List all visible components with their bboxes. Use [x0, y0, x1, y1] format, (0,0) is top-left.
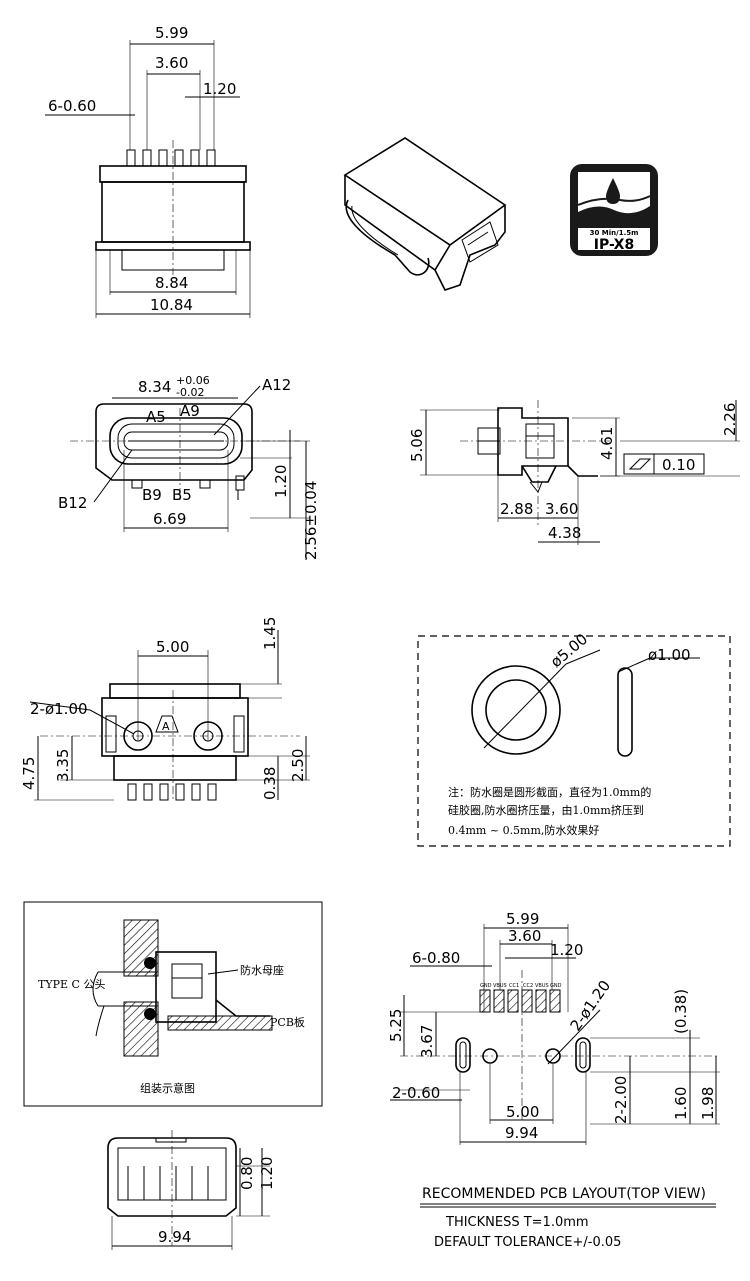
pad-label-6: GND	[550, 983, 562, 989]
pad-label-1: GND	[480, 983, 492, 989]
dim-front-834: 8.34	[138, 378, 171, 396]
flatness-value: 0.10	[662, 456, 695, 474]
assembly-caption: 组装示意图	[140, 1081, 195, 1095]
dim-side-506: 5.06	[408, 429, 426, 462]
end-dim-994: 9.94	[158, 1228, 191, 1246]
gasket-note-3: 0.4mm ~ 0.5mm,防水效果好	[448, 823, 599, 837]
isometric-view	[343, 137, 507, 291]
pcb-dim-160: 1.60	[672, 1087, 690, 1120]
dim-front-120: 1.20	[272, 465, 290, 498]
dim-top-599: 5.99	[155, 24, 188, 42]
badge-line1: 30 Min/1.5m	[590, 229, 639, 237]
gasket-detail: ø5.00 ø1.00 注：防水圈是圆形截面，直径为1.0mm的 硅胶圈,防水圈…	[417, 630, 731, 847]
gasket-note-1: 注：防水圈是圆形截面，直径为1.0mm的	[448, 785, 651, 799]
pad-label-2: VBUS	[493, 983, 507, 989]
footer-notes: RECOMMENDED PCB LAYOUT(TOP VIEW) THICKNE…	[420, 1186, 716, 1250]
footer-tolerance: DEFAULT TOLERANCE+/-0.05	[434, 1235, 621, 1250]
pcb-dim-367: 3.67	[418, 1025, 436, 1058]
dim-side-461: 4.61	[598, 427, 616, 460]
pcb-dim-120: 1.20	[550, 941, 583, 959]
end-dim-080: 0.80	[238, 1157, 256, 1190]
pcb-dim-198: 1.98	[699, 1087, 717, 1120]
dim-bottom-500: 5.00	[156, 638, 189, 656]
dim-front-tol-plus: +0.06	[176, 374, 210, 387]
footer-thickness: THICKNESS T=1.0mm	[445, 1215, 589, 1230]
assembly-diagram: TYPE C 公头 防水母座 PCB板 组装示意图	[23, 901, 323, 1107]
label-a9: A9	[180, 402, 200, 420]
pcb-dim-2x200: 2-2.00	[612, 1076, 630, 1124]
dim-bottom-2x100: 2-ø1.00	[30, 700, 88, 718]
pcb-dim-360: 3.60	[508, 927, 541, 945]
dim-top-1084: 10.84	[150, 296, 193, 314]
gasket-d100: ø1.00	[648, 646, 691, 664]
pcb-dim-6x080: 6-0.80	[412, 949, 460, 967]
svg-text:A: A	[162, 720, 170, 733]
label-b12: B12	[58, 494, 87, 512]
assembly-socket-label: 防水母座	[240, 963, 284, 977]
pcb-dim-038: (0.38)	[672, 989, 690, 1034]
front-view: 8.34 +0.06 -0.02 A12 A5 A9 B12 B9 B5 6.6…	[58, 374, 320, 560]
dim-front-tol-minus: -0.02	[176, 386, 204, 399]
dim-top-884: 8.84	[155, 274, 188, 292]
pcb-dim-2x060: 2-0.60	[392, 1084, 440, 1102]
dim-top-6x060: 6-0.60	[48, 97, 96, 115]
dim-bottom-038: 0.38	[261, 767, 279, 800]
top-view: 5.99 3.60 1.20 6-0.60 8.84	[45, 24, 251, 318]
dim-bottom-145: 1.45	[261, 617, 279, 650]
dim-side-288: 2.88	[500, 500, 533, 518]
dim-bottom-475: 4.75	[20, 757, 38, 790]
pad-label-4: CC2	[523, 983, 533, 989]
badge-line2: IP-X8	[594, 237, 634, 253]
assembly-pcb-label: PCB板	[270, 1015, 305, 1029]
dim-bottom-335: 3.35	[54, 749, 72, 782]
pcb-dim-500: 5.00	[506, 1103, 539, 1121]
dim-top-120: 1.20	[203, 80, 236, 98]
dim-side-438: 4.38	[548, 524, 581, 542]
dim-front-256: 2.56±0.04	[302, 481, 320, 560]
dim-side-226: 2.26	[721, 403, 739, 436]
end-view: 0.80 1.20 9.94	[107, 1130, 276, 1250]
gasket-note-2: 硅胶圈,防水圈挤压量，由1.0mm挤压到	[448, 803, 644, 817]
pcb-layout: 5.99 3.60 1.20 6-0.80 GND VBUS CC1 CC2 V…	[387, 910, 720, 1145]
label-b9: B9	[142, 486, 162, 504]
bottom-view: 5.00 1.45 A 2-ø1.00 4.75	[20, 617, 310, 801]
pcb-dim-599: 5.99	[506, 910, 539, 928]
bottom-pins	[127, 783, 217, 801]
side-view: 5.06 4.61 2.26 0.10 2.88 3.60 4.38	[408, 400, 740, 545]
assembly-plug-label: TYPE C 公头	[38, 978, 105, 991]
top-pins	[126, 149, 216, 167]
pad-label-3: CC1	[509, 983, 519, 989]
label-a12: A12	[262, 376, 291, 394]
ipx8-badge: 30 Min/1.5m IP-X8	[570, 164, 658, 256]
pcb-pads	[479, 989, 561, 1013]
pcb-dim-2x120: 2-ø1.20	[567, 977, 615, 1034]
dim-bottom-250: 2.50	[289, 749, 307, 782]
pad-label-5: VBUS	[535, 983, 549, 989]
dim-top-360: 3.60	[155, 54, 188, 72]
end-dim-120: 1.20	[258, 1157, 276, 1190]
label-b5: B5	[172, 486, 192, 504]
dim-side-360: 3.60	[545, 500, 578, 518]
pcb-dim-994: 9.94	[505, 1124, 538, 1142]
dim-front-669: 6.69	[153, 510, 186, 528]
footer-title: RECOMMENDED PCB LAYOUT(TOP VIEW)	[422, 1186, 706, 1202]
label-a5: A5	[146, 408, 166, 426]
pcb-dim-525: 5.25	[387, 1009, 405, 1042]
